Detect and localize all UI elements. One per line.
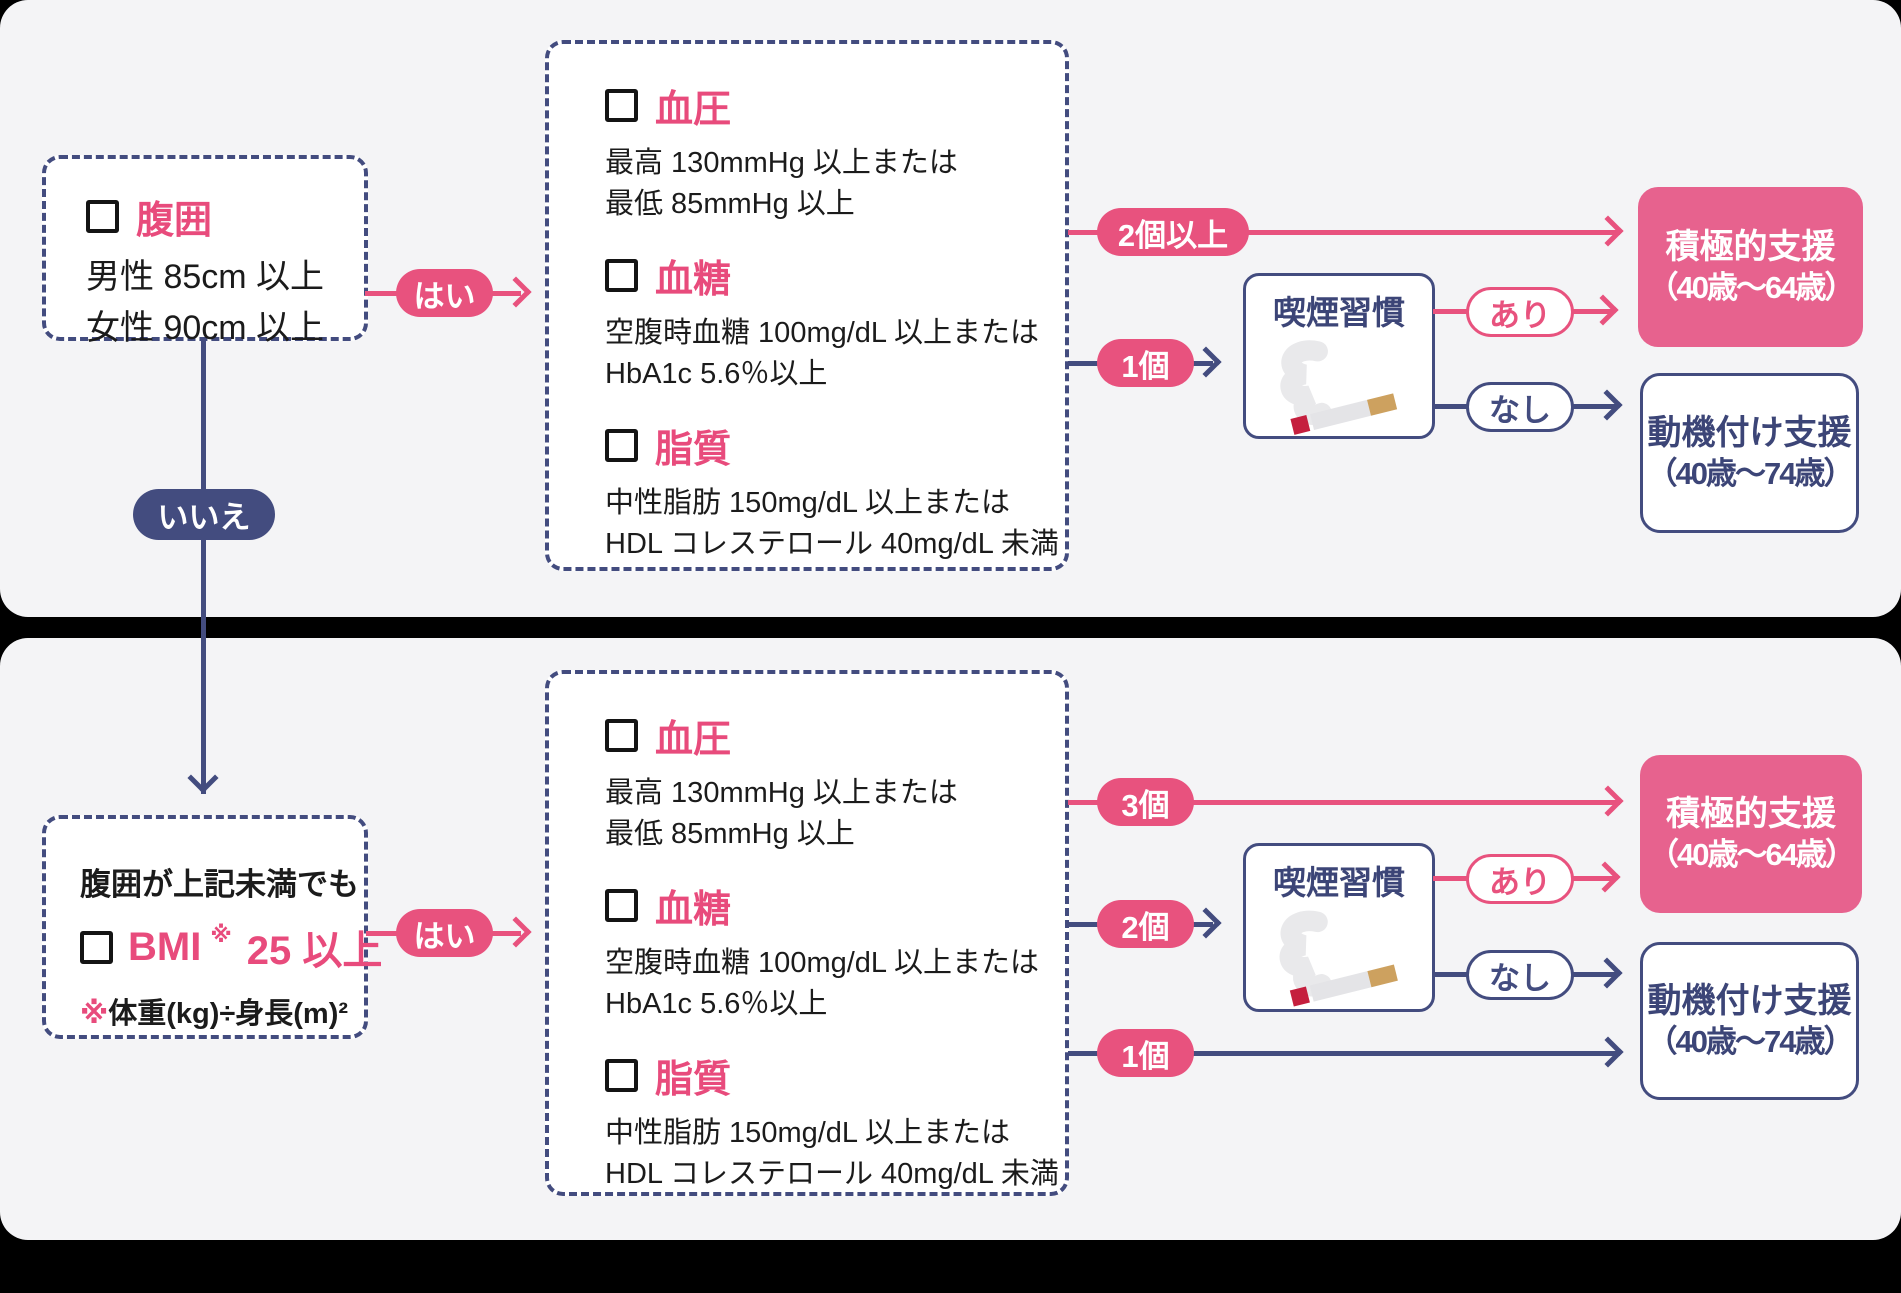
branch-2plus-line [1068, 230, 1620, 235]
risk-desc-line: 中性脂肪 150mg/dL 以上または [605, 487, 1011, 520]
checkbox-icon [605, 1059, 638, 1093]
risk-title-blood-pressure: 血圧 [655, 89, 732, 131]
cigarette-icon [1280, 340, 1398, 435]
risk-title-blood-pressure: 血圧 [655, 719, 732, 761]
branch-1-line [1068, 1051, 1620, 1056]
smoking-no-line [1572, 404, 1616, 409]
motivational-support-age-range: （40歳〜74歳） [1646, 455, 1855, 491]
checkbox-icon [86, 200, 119, 233]
waist-criteria-box: 腹囲 男性 85cm 以上 女性 90cm 以上 [42, 155, 368, 347]
no-pill: いいえ [133, 489, 275, 540]
motivational-support-age-range: （40歳〜74歳） [1646, 1023, 1855, 1059]
risk-desc-line: 最高 130mmHg 以上または [605, 777, 958, 809]
risk-desc-line: HbA1c 5.6％以上 [605, 987, 828, 1020]
branch-1-pill: 1個 [1097, 1029, 1194, 1077]
waist-title: 腹囲 [136, 200, 213, 242]
yes-pill-label: はい [413, 918, 476, 954]
bmi-note-reference-mark: ※ [80, 998, 109, 1030]
no-pill-label: いいえ [157, 500, 251, 535]
yes-pill-label: はい [413, 278, 476, 314]
active-support-title: 積極的支援 [1666, 795, 1836, 834]
branch-1-label: 1個 [1121, 1038, 1170, 1074]
checkbox-icon [605, 719, 638, 752]
risk-title-lipids: 脂質 [655, 1059, 732, 1102]
yes-connector-line [491, 291, 521, 296]
risk-title-blood-sugar: 血糖 [655, 889, 732, 932]
smoking-habit-label: 喫煙習慣 [1273, 864, 1405, 901]
yes-connector-line [366, 931, 399, 936]
branch-2plus-label: 2個以上 [1117, 217, 1229, 253]
checkbox-icon [605, 259, 638, 293]
smoking-no-line [1572, 972, 1616, 977]
checkbox-icon [605, 429, 638, 463]
active-support-age-range: （40歳〜64歳） [1648, 836, 1856, 872]
smoking-no-pill: なし [1466, 382, 1574, 432]
branch-1-label: 1個 [1121, 348, 1170, 384]
smoking-habit-box: 喫煙習慣 [1243, 843, 1435, 1012]
motivational-support-box: 動機付け支援 （40歳〜74歳） [1640, 373, 1859, 533]
risk-desc-line: 空腹時血糖 100mg/dL 以上または [605, 317, 1040, 350]
branch-1-pill: 1個 [1097, 339, 1194, 387]
smoking-no-line [1433, 404, 1473, 409]
smoking-no-label: なし [1489, 960, 1551, 996]
motivational-support-title: 動機付け支援 [1647, 414, 1852, 453]
waist-male-criteria: 男性 85cm 以上 [86, 258, 325, 296]
smoking-yes-pill: あり [1466, 854, 1574, 904]
risk-desc-line: 最低 85mmHg 以上 [605, 817, 855, 850]
risk-criteria-box: 血圧 最高 130mmHg 以上または 最低 85mmHg 以上 血糖 空腹時血… [545, 40, 1069, 571]
smoking-yes-line [1572, 309, 1612, 314]
smoking-no-line [1433, 972, 1473, 977]
cigarette-icon [1279, 910, 1398, 1007]
risk-desc-line: HbA1c 5.6％以上 [605, 357, 828, 390]
bmi-precondition: 腹囲が上記未満でも [80, 867, 359, 902]
risk-desc-line: 最低 85mmHg 以上 [605, 187, 855, 220]
bmi-threshold: 25 以上 [246, 929, 383, 973]
smoking-yes-pill: あり [1466, 287, 1574, 337]
smoking-yes-line [1572, 876, 1614, 881]
bmi-criteria-box: 腹囲が上記未満でも BMI※ 25 以上 ※体重(kg)÷身長(m)² [42, 815, 382, 1039]
checkbox-icon [605, 89, 638, 122]
bmi-formula: 体重(kg)÷身長(m)² [108, 998, 349, 1030]
active-support-title: 積極的支援 [1665, 228, 1836, 267]
smoking-habit-box: 喫煙習慣 [1243, 273, 1435, 439]
branch-3-pill: 3個 [1097, 778, 1194, 826]
risk-criteria-box: 血圧 最高 130mmHg 以上または 最低 85mmHg 以上 血糖 空腹時血… [545, 670, 1069, 1196]
bmi-title-reference-mark: ※ [210, 922, 232, 947]
no-connector-line [201, 339, 206, 794]
smoking-habit-label: 喫煙習慣 [1273, 294, 1405, 331]
checkbox-icon [80, 930, 113, 964]
smoke-icon [1279, 910, 1332, 997]
risk-desc-line: 中性脂肪 150mg/dL 以上または [605, 1117, 1011, 1150]
bmi-title: BMI [128, 924, 202, 969]
branch-3-line [1068, 800, 1620, 805]
smoking-no-label: なし [1489, 392, 1551, 428]
active-support-box: 積極的支援 （40歳〜64歳） [1638, 187, 1863, 347]
risk-desc-line: 最高 130mmHg 以上または [605, 147, 958, 179]
yes-pill: はい [396, 269, 493, 317]
smoke-icon [1280, 340, 1332, 425]
active-support-box: 積極的支援 （40歳〜64歳） [1640, 755, 1862, 913]
smoking-yes-line [1433, 309, 1473, 314]
motivational-support-box: 動機付け支援 （40歳〜74歳） [1640, 942, 1859, 1100]
risk-title-blood-sugar: 血糖 [655, 259, 732, 302]
yes-connector-line [365, 291, 399, 296]
branch-2plus-pill: 2個以上 [1097, 208, 1249, 256]
yes-connector-line [491, 931, 521, 936]
branch-3-label: 3個 [1121, 787, 1170, 823]
branch-2-pill: 2個 [1097, 900, 1194, 948]
smoking-yes-label: あり [1489, 864, 1551, 900]
smoking-yes-label: あり [1489, 297, 1551, 333]
branch-2-label: 2個 [1121, 909, 1170, 945]
risk-desc-line: HDL コレステロール 40mg/dL 未満 [605, 1157, 1059, 1190]
motivational-support-title: 動機付け支援 [1647, 982, 1852, 1021]
yes-pill: はい [396, 909, 493, 957]
smoking-yes-line [1433, 876, 1473, 881]
risk-desc-line: HDL コレステロール 40mg/dL 未満 [605, 527, 1059, 560]
waist-female-criteria: 女性 90cm 以上 [86, 309, 325, 347]
active-support-age-range: （40歳〜64歳） [1647, 269, 1856, 305]
smoking-no-pill: なし [1466, 950, 1574, 1000]
risk-title-lipids: 脂質 [655, 429, 732, 472]
checkbox-icon [605, 889, 638, 923]
risk-desc-line: 空腹時血糖 100mg/dL 以上または [605, 947, 1040, 980]
